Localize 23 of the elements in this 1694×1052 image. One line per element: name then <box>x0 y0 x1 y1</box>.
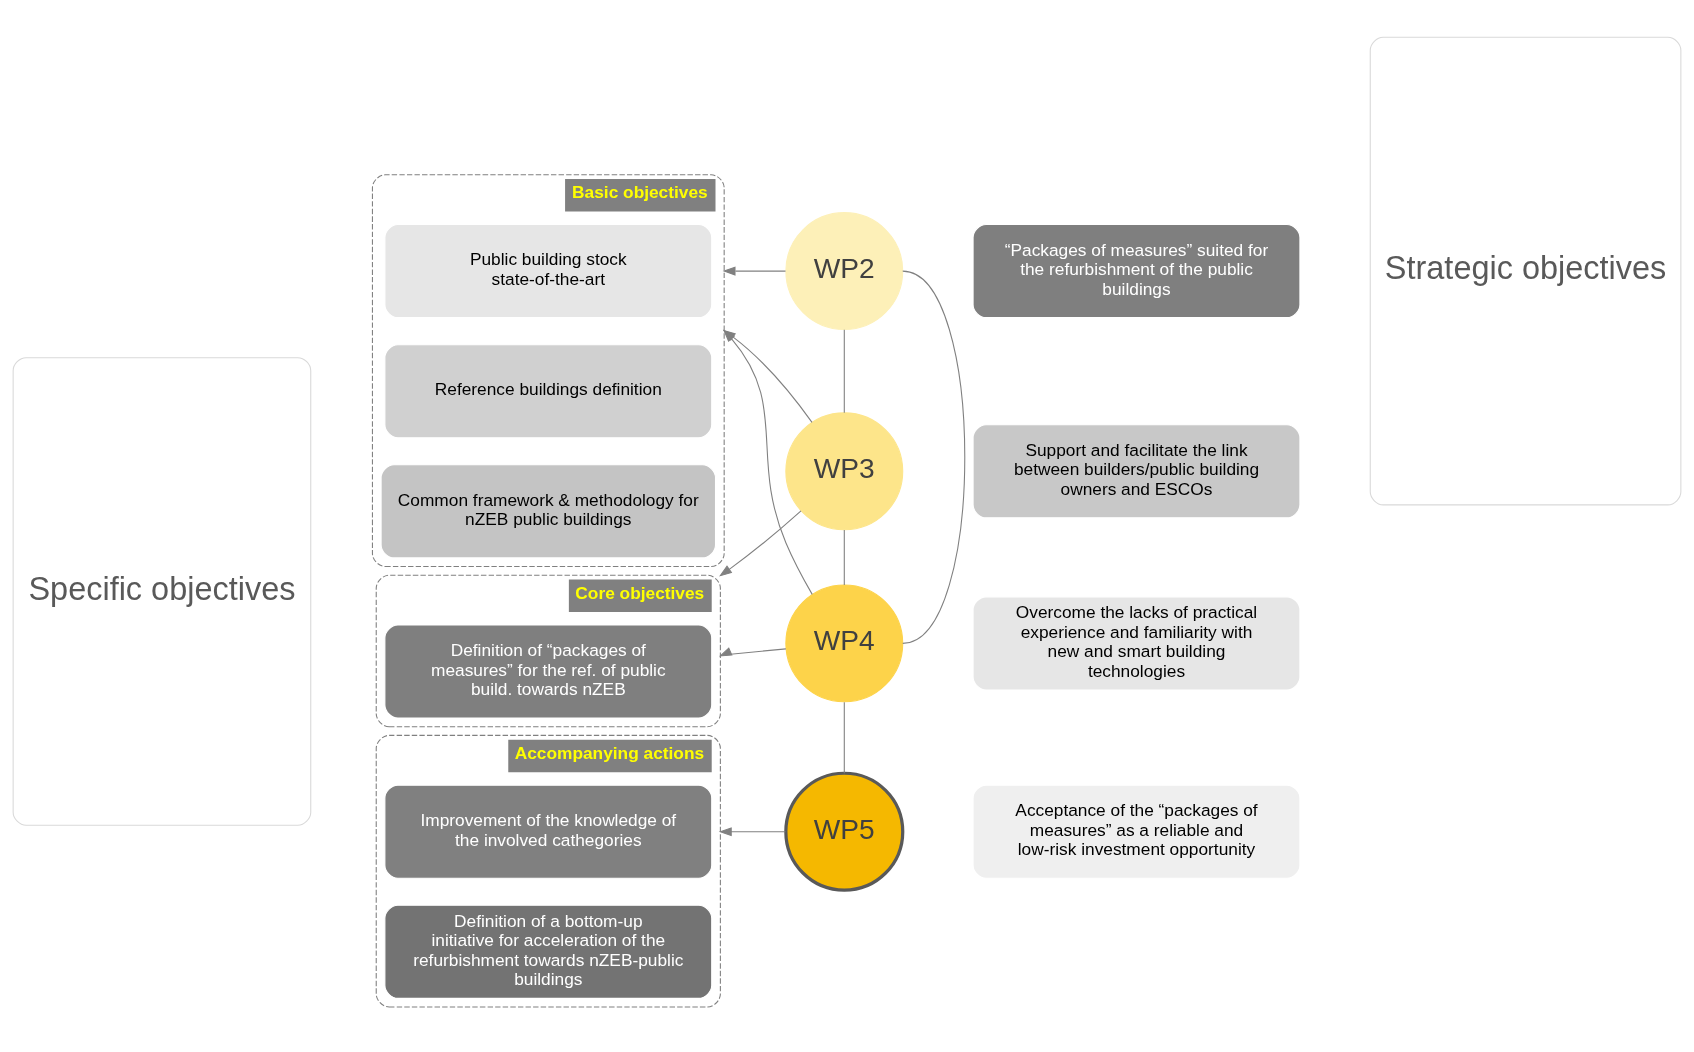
connector <box>902 270 966 644</box>
connector <box>843 328 845 413</box>
arrow <box>718 826 787 836</box>
node-circle: WP5 <box>784 771 905 892</box>
node-box: Public building stock state-of-the-art <box>384 223 713 318</box>
node-box: Reference buildings definition <box>384 343 713 438</box>
arrow <box>718 646 787 657</box>
node-circle: WP3 <box>785 411 904 530</box>
node-box: Strategic objectives <box>1369 36 1682 505</box>
node-box: Support and facilitate the link between builders/public building owners and ESCOs <box>972 423 1301 518</box>
arrow <box>722 266 787 276</box>
node-box: Definition of “packages of measures” for the ref. of public build. towards nZEB <box>384 623 713 719</box>
node-box: Improvement of the knowledge of the involved cathegories <box>384 784 713 879</box>
connector <box>843 528 845 585</box>
node-circle: WP2 <box>785 211 904 330</box>
node-box: Specific objectives <box>12 356 312 826</box>
node-box: “Packages of measures” suited for the refurbishment of the public buildings <box>972 223 1301 318</box>
node-box: Definition of a bottom-up initiative for acceleration of the refurbishment towards nZEB-public buildings <box>384 904 713 999</box>
connector <box>843 701 845 774</box>
node-box: Common framework & methodology for nZEB public buildings <box>380 463 717 558</box>
arrow <box>719 509 802 577</box>
node-circle: WP4 <box>785 583 904 702</box>
node-box: Overcome the lacks of practical experience and familiarity with new and smart building technologies <box>972 595 1301 690</box>
